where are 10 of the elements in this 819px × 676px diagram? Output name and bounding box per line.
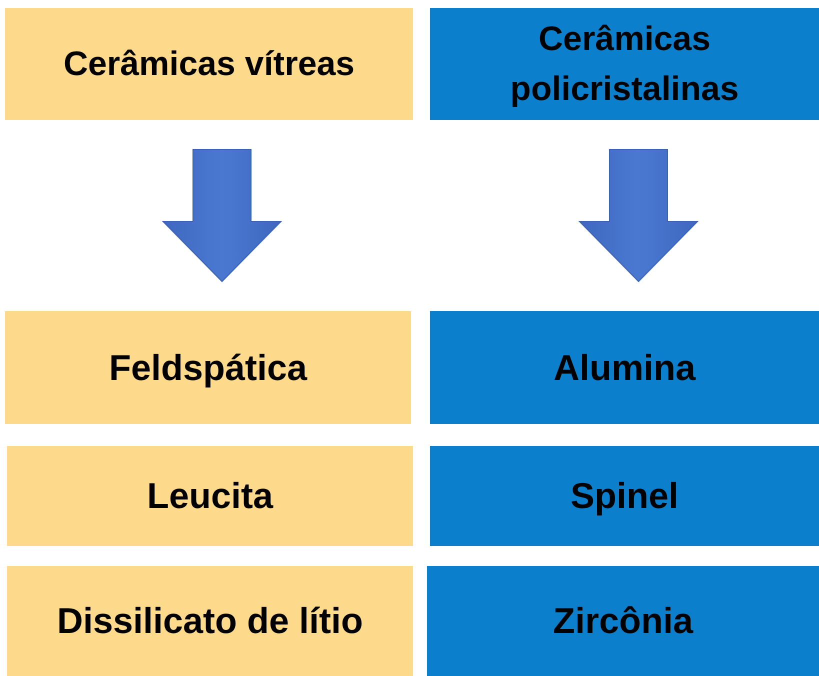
material-box: Zircônia [427,566,819,676]
material-box: Leucita [7,446,413,546]
material-box: Spinel [430,446,819,546]
category-box: Cerâmicas policristalinas [430,8,819,120]
block-arrow [162,149,282,282]
material-box: Dissilicato de lítio [7,566,413,676]
block-arrow [578,149,699,282]
material-box: Alumina [430,311,819,424]
material-box: Feldspática [5,311,411,424]
category-box: Cerâmicas vítreas [5,8,413,120]
